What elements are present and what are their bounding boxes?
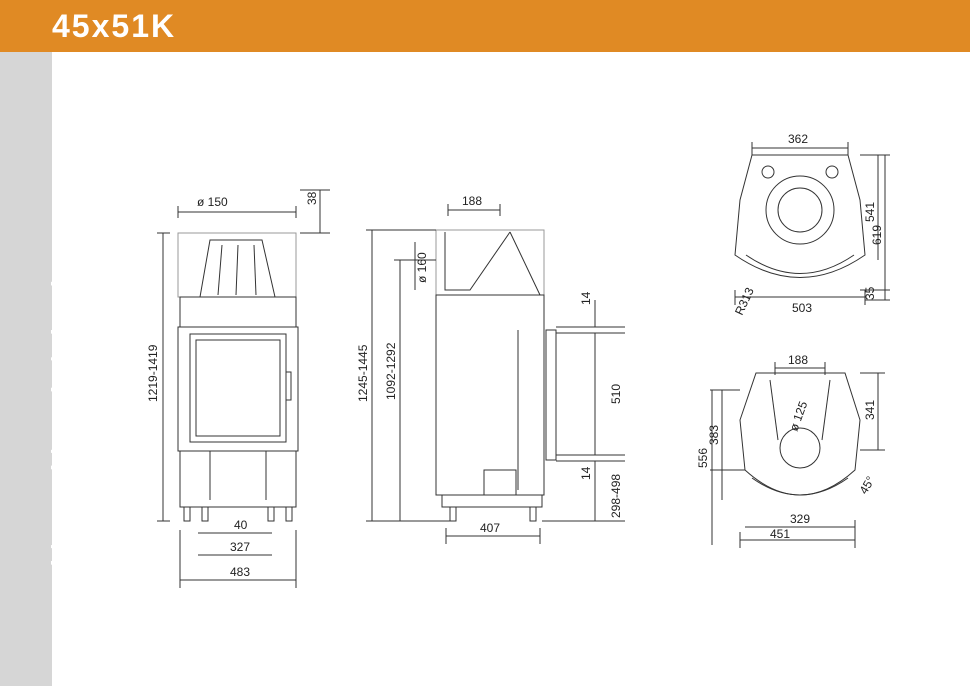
top-view-lower: 188 ø 125 341 383 556 45° 329 451 <box>696 353 885 548</box>
dim-lower-depth-right: 341 <box>863 400 877 420</box>
dim-lower-overall-width: 451 <box>770 527 790 541</box>
dim-lower-depth-inner: 383 <box>707 425 721 445</box>
dim-inner-width: 327 <box>230 540 250 554</box>
side-base <box>441 494 543 508</box>
dim-side-height-overall: 1245-1445 <box>356 344 370 402</box>
dim-lower-angle: 45° <box>856 474 877 497</box>
dim-lower-outlet: ø 125 <box>787 399 811 433</box>
side-view: 188 ø 160 1245-1445 1092-1292 407 14 510… <box>356 194 625 544</box>
dim-side-height-inner: 1092-1292 <box>384 342 398 400</box>
dim-air-inlet: ø 160 <box>415 252 429 283</box>
top-view-upper: 362 541 619 R313 503 35 <box>732 132 890 317</box>
dim-upper-offset: 35 <box>863 286 877 300</box>
dim-upper-radius: R313 <box>732 285 757 317</box>
front-base <box>179 450 297 508</box>
side-ash-box <box>483 469 517 496</box>
front-leg-left <box>183 506 191 522</box>
front-door-frame <box>189 333 287 443</box>
side-body <box>435 294 545 496</box>
dim-upper-top-width: 362 <box>788 132 808 146</box>
model-title: 45x51K <box>52 8 177 44</box>
dim-door-height: 510 <box>609 384 623 404</box>
lower-outlet <box>779 427 821 469</box>
dim-front-total-height: 1219-1419 <box>146 344 160 402</box>
dim-collar-height: 38 <box>305 191 319 205</box>
dim-leg-spacing: 40 <box>234 518 248 532</box>
dim-overall-width: 483 <box>230 565 250 579</box>
front-leg-right <box>285 506 293 522</box>
dim-upper-depth-overall: 619 <box>870 225 884 245</box>
lower-outline <box>739 372 861 496</box>
front-top-section <box>179 296 297 328</box>
sidebar-strip: rund / round / tonda / cintré <box>0 52 76 686</box>
dim-upper-bottom-width: 503 <box>792 301 812 315</box>
upper-inner-ring <box>777 187 823 233</box>
dim-upper-depth-inner: 541 <box>863 202 877 222</box>
side-collar <box>435 229 545 296</box>
side-flue <box>444 231 511 291</box>
dim-side-depth: 407 <box>480 521 500 535</box>
front-door-handle <box>285 371 292 401</box>
dim-lower-front-width: 329 <box>790 512 810 526</box>
header-bar: 45x51K <box>0 0 970 52</box>
dim-gap-top: 14 <box>579 291 593 305</box>
dim-lower-depth-overall: 556 <box>696 448 710 468</box>
side-door <box>545 329 557 461</box>
front-view: ø 150 38 1219-1419 40 327 483 <box>146 189 330 588</box>
dim-lower-top-width: 188 <box>788 353 808 367</box>
upper-outline <box>734 154 866 278</box>
dim-side-top-width: 188 <box>462 194 482 208</box>
dim-gap-bottom: 14 <box>579 466 593 480</box>
front-glass <box>195 339 281 437</box>
upper-outer-ring <box>765 175 835 245</box>
dim-base-height: 298-498 <box>609 474 623 518</box>
dim-flue-diameter: ø 150 <box>197 195 228 209</box>
